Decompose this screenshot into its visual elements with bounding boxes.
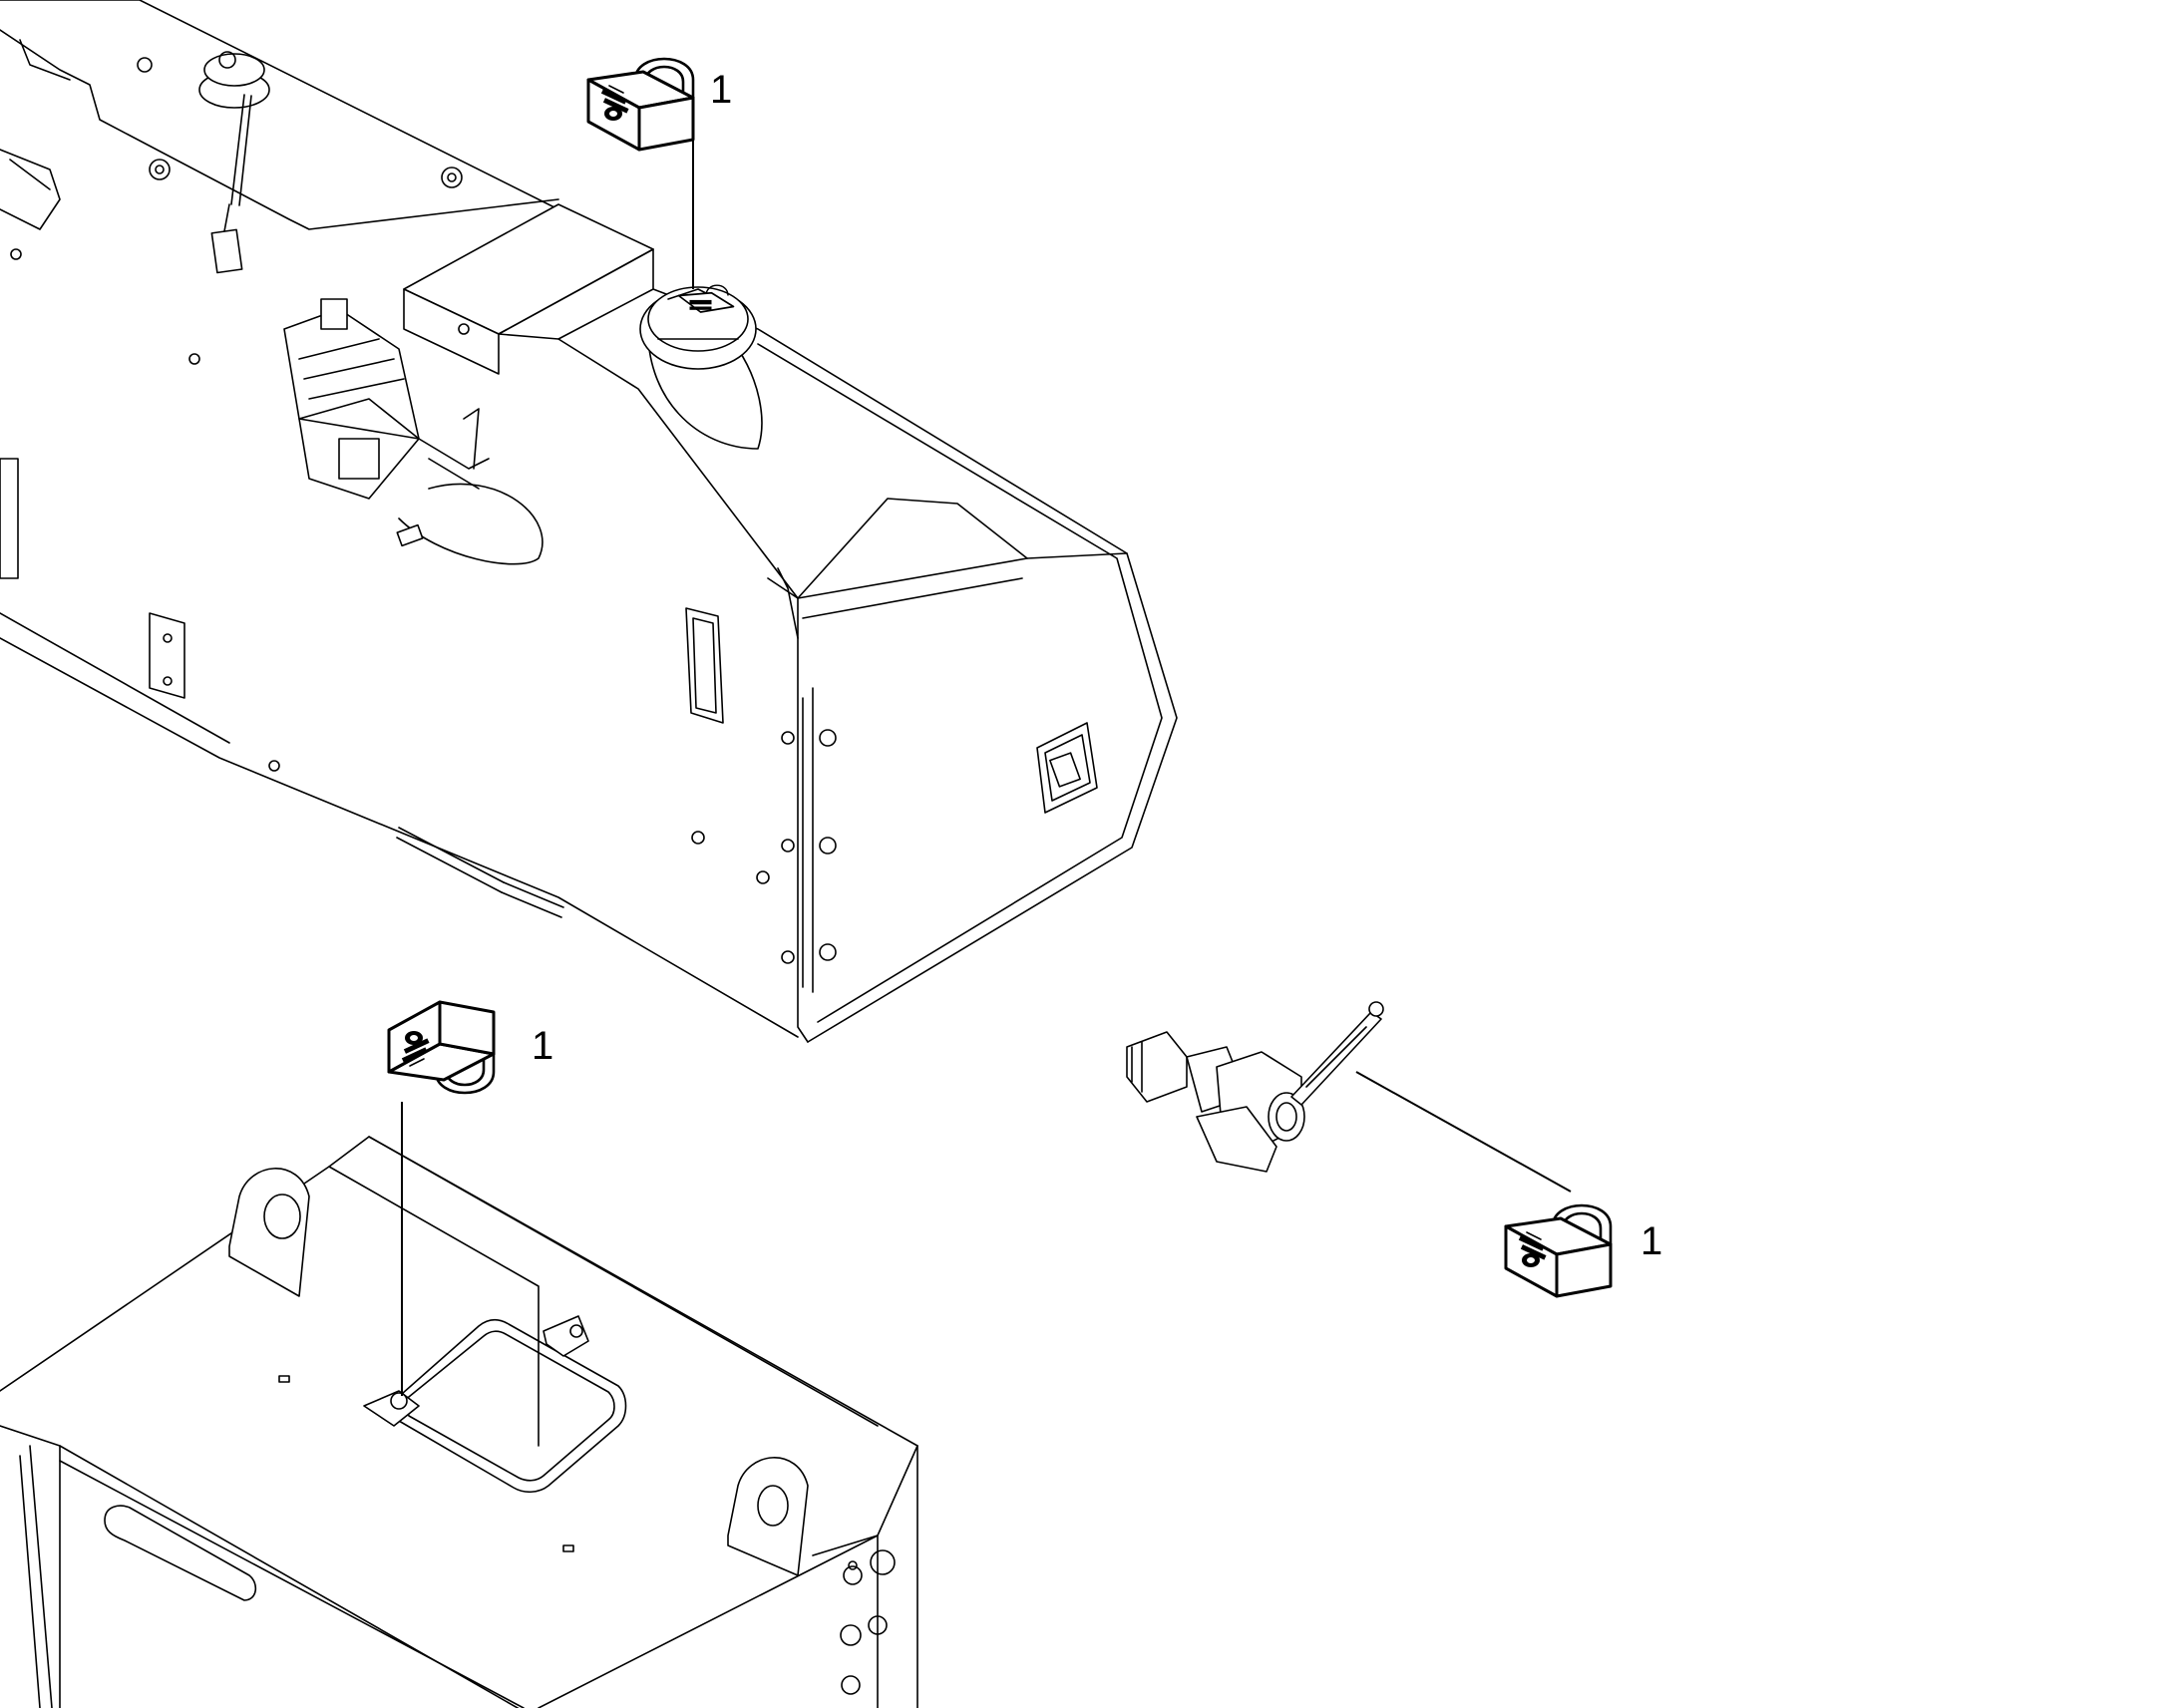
padlock-icon [586, 57, 695, 152]
ball-valve-icon [1126, 1001, 1384, 1173]
fuel-tank [557, 288, 1178, 1043]
sensor-cable [198, 51, 270, 274]
padlock-icon [1504, 1203, 1613, 1298]
access-hatch [363, 1315, 627, 1494]
lifting-eye-right [727, 1457, 809, 1576]
lower-housing [0, 1136, 918, 1708]
callout-number-fuel-cap: 1 [710, 68, 732, 112]
tank-bracket [403, 203, 654, 375]
callout-number-valve: 1 [1640, 1219, 1662, 1263]
callout-number-hatch: 1 [532, 1024, 553, 1068]
lifting-eye-left [228, 1168, 310, 1297]
pump-block [283, 298, 544, 565]
bolt-set [10, 57, 837, 964]
padlock-icon [387, 1000, 496, 1095]
upper-chassis [0, 0, 1178, 1043]
